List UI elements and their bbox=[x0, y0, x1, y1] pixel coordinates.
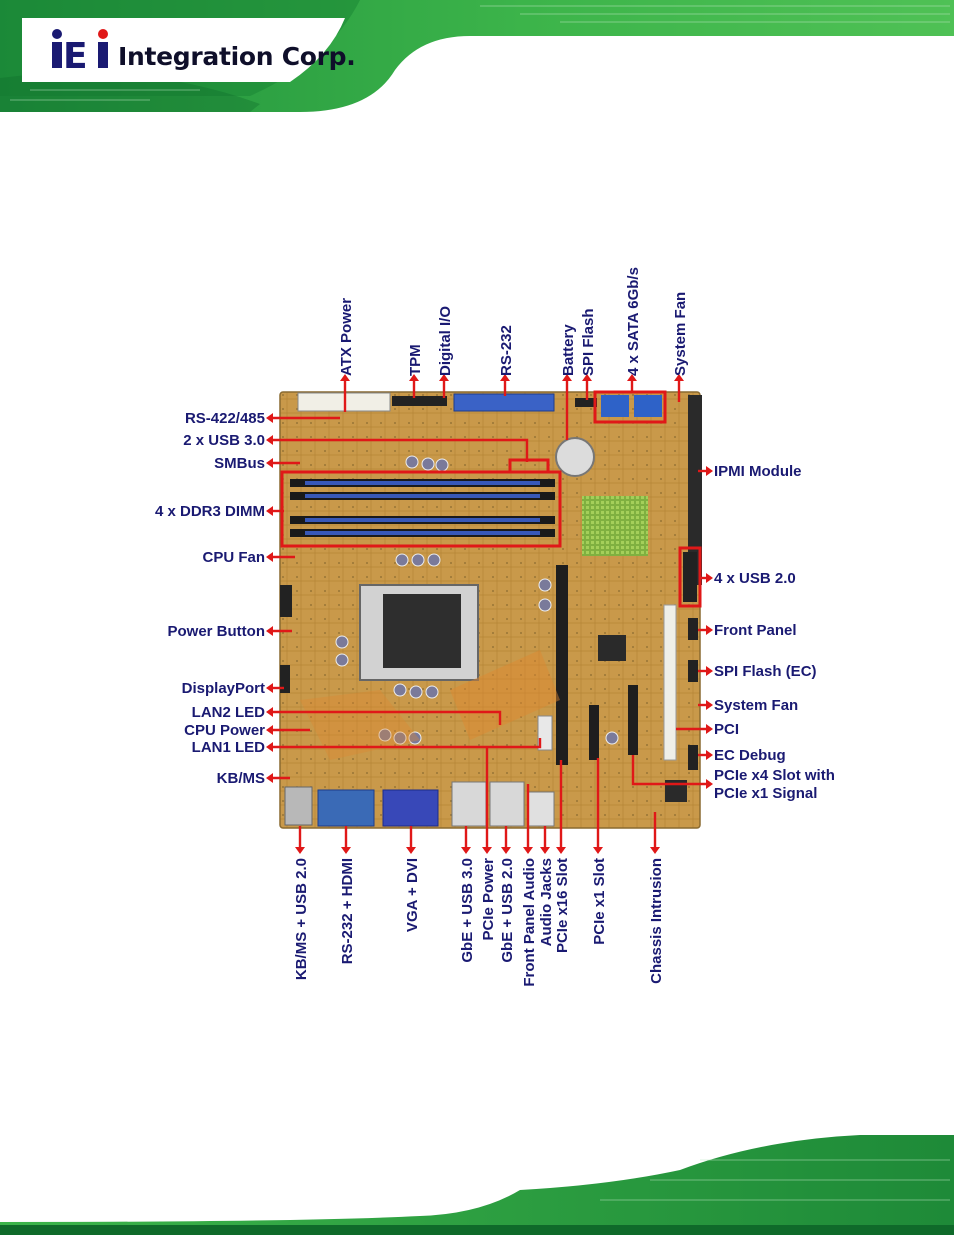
top-labels: ATX Power TPM Digital I/O RS-232 Battery… bbox=[338, 267, 689, 376]
right-labels: IPMI Module 4 x USB 2.0 Front Panel SPI … bbox=[714, 463, 835, 802]
label-digital-io: Digital I/O bbox=[437, 306, 454, 376]
label-spi-flash: SPI Flash bbox=[580, 308, 597, 376]
footer-banner bbox=[0, 1135, 954, 1235]
bottom-callout-arrows bbox=[295, 746, 660, 854]
label-pcie-x1-slot: PCIe x1 Slot bbox=[591, 858, 608, 945]
label-pcie-power: PCIe Power bbox=[480, 858, 497, 941]
label-ipmi-module: IPMI Module bbox=[714, 463, 802, 480]
label-system-fan-top: System Fan bbox=[672, 292, 689, 376]
label-pcie-x4-line2: PCIe x1 Signal bbox=[714, 785, 817, 802]
label-chassis-intrusion: Chassis Intrusion bbox=[648, 858, 665, 984]
right-callout-arrows bbox=[631, 466, 713, 789]
top-callout-arrows bbox=[340, 374, 684, 440]
label-rs232: RS-232 bbox=[498, 325, 515, 376]
left-callout-arrows bbox=[266, 413, 542, 783]
label-lan2-led: LAN2 LED bbox=[192, 704, 266, 721]
label-kbms: KB/MS bbox=[217, 770, 265, 787]
label-ddr3-dimm: 4 x DDR3 DIMM bbox=[155, 503, 265, 520]
label-audio-jacks: Audio Jacks bbox=[538, 858, 555, 946]
label-pcie-x16-slot: PCIe x16 Slot bbox=[554, 858, 571, 953]
label-displayport: DisplayPort bbox=[182, 680, 265, 697]
label-tpm: TPM bbox=[407, 344, 424, 376]
label-pcie-x4-line1: PCIe x4 Slot with bbox=[714, 767, 835, 784]
label-battery: Battery bbox=[560, 324, 577, 376]
bottom-labels: KB/MS + USB 2.0 RS-232 + HDMI VGA + DVI … bbox=[293, 858, 665, 987]
label-kbms-usb20: KB/MS + USB 2.0 bbox=[293, 858, 310, 980]
label-vga-dvi: VGA + DVI bbox=[404, 858, 421, 932]
label-ec-debug: EC Debug bbox=[714, 747, 786, 764]
label-spi-flash-ec: SPI Flash (EC) bbox=[714, 663, 817, 680]
highlight-boxes bbox=[280, 390, 702, 608]
label-sata: 4 x SATA 6Gb/s bbox=[625, 267, 642, 376]
label-cpu-fan: CPU Fan bbox=[202, 549, 265, 566]
label-atx-power: ATX Power bbox=[338, 298, 355, 376]
label-gbe-usb20: GbE + USB 2.0 bbox=[499, 858, 516, 963]
label-rs422: RS-422/485 bbox=[185, 410, 265, 427]
motherboard bbox=[279, 391, 701, 829]
label-lan1-led: LAN1 LED bbox=[192, 739, 266, 756]
label-power-button: Power Button bbox=[168, 623, 266, 640]
label-cpu-power: CPU Power bbox=[184, 722, 265, 739]
label-usb20-header: 4 x USB 2.0 bbox=[714, 570, 796, 587]
iei-logo-icon: E bbox=[52, 29, 108, 74]
label-pci: PCI bbox=[714, 721, 739, 738]
svg-text:E: E bbox=[63, 36, 88, 74]
label-gbe-usb30: GbE + USB 3.0 bbox=[459, 858, 476, 963]
label-front-panel: Front Panel bbox=[714, 622, 797, 639]
label-smbus: SMBus bbox=[214, 455, 265, 472]
label-system-fan-right: System Fan bbox=[714, 697, 798, 714]
label-front-panel-audio: Front Panel Audio bbox=[521, 858, 538, 987]
left-labels: RS-422/485 2 x USB 3.0 SMBus 4 x DDR3 DI… bbox=[155, 410, 265, 787]
label-rs232-hdmi: RS-232 + HDMI bbox=[339, 858, 356, 964]
board-components bbox=[280, 392, 702, 827]
label-usb30-header: 2 x USB 3.0 bbox=[183, 432, 265, 449]
brand-name: Integration Corp. bbox=[118, 42, 356, 71]
